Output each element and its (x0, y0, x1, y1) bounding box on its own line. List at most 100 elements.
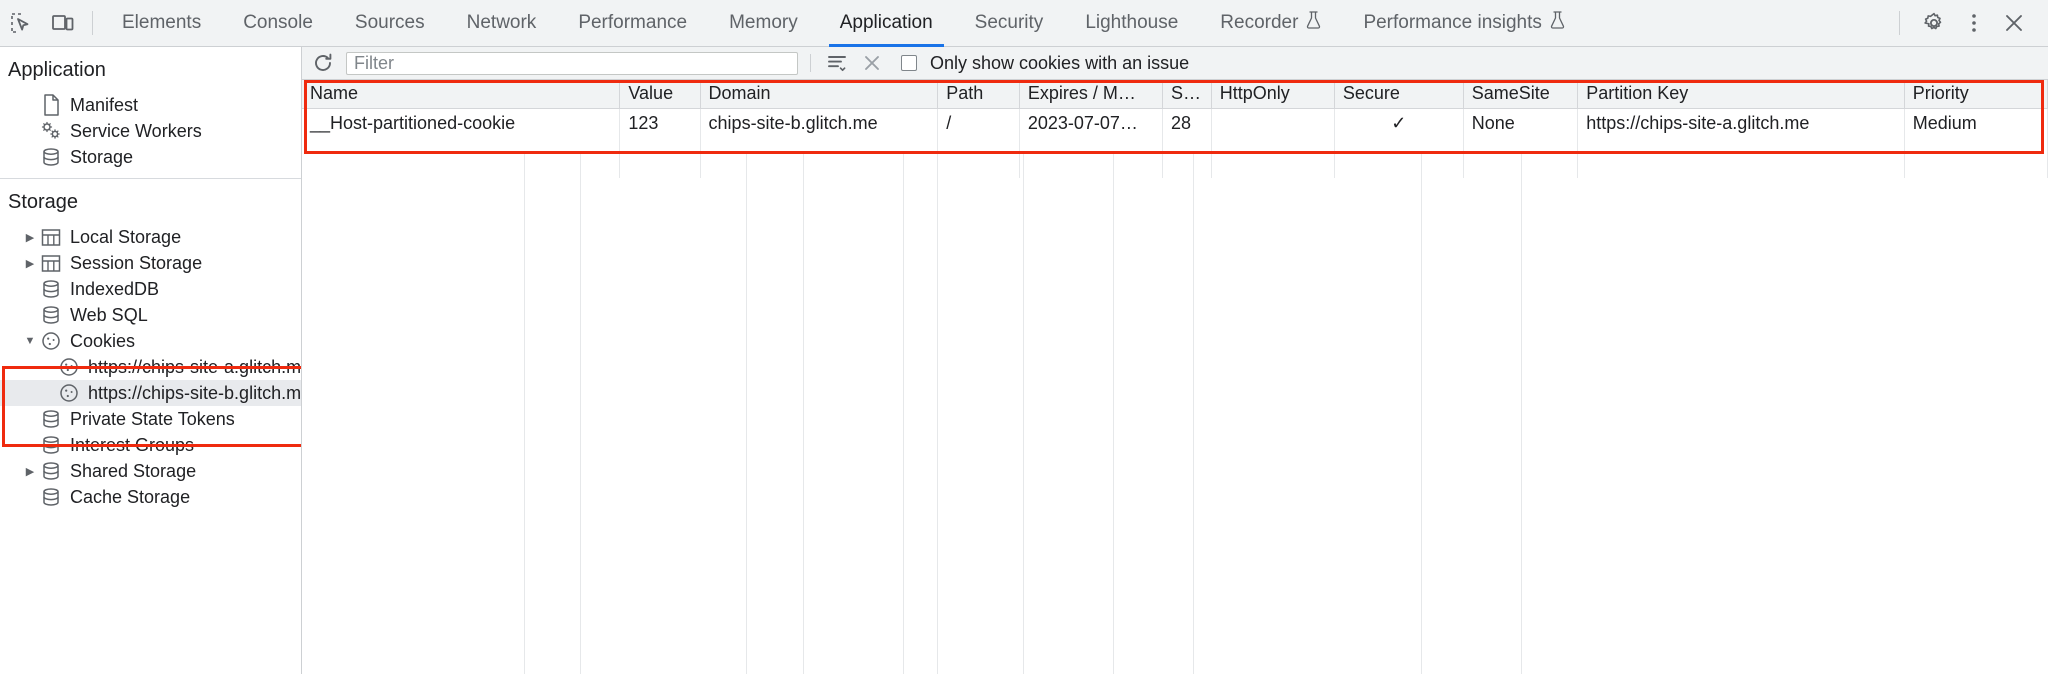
database-icon (38, 487, 64, 507)
sidebar-item-interest-groups[interactable]: ▶ Interest Groups (0, 432, 301, 458)
tab-recorder[interactable]: Recorder (1199, 0, 1342, 47)
database-icon (38, 409, 64, 429)
tab-performance[interactable]: Performance (557, 0, 708, 47)
table-header-row: Name Value Domain Path Expires / M… Size… (302, 80, 2048, 109)
cookie-icon (56, 383, 82, 403)
sidebar-item-storage[interactable]: ▶ Storage (0, 144, 301, 170)
table-row[interactable]: __Host-partitioned-cookie 123 chips-site… (302, 108, 2048, 138)
sidebar-item-label: Local Storage (70, 227, 182, 247)
sidebar-item-local-storage[interactable]: ▶ Local Storage (0, 224, 301, 250)
sidebar-section-storage-header: Storage (8, 191, 79, 213)
chevron-down-icon[interactable]: ▼ (24, 335, 36, 347)
device-toolbar-icon[interactable] (42, 4, 84, 42)
column-header-samesite[interactable]: SameSite (1463, 80, 1579, 109)
cookies-filter-bar: Filter Only show cookies with an issue (302, 47, 2048, 80)
tab-memory[interactable]: Memory (708, 0, 819, 47)
experiment-flask-icon (1306, 11, 1321, 35)
cell-httponly (1211, 108, 1335, 138)
devtools-toolbar: Elements Console Sources Network Perform… (0, 0, 2048, 47)
tab-security[interactable]: Security (954, 0, 1065, 47)
only-show-issues-checkbox[interactable] (901, 55, 917, 71)
panel-tab-strip: Elements Console Sources Network Perform… (101, 0, 1586, 47)
table-icon (38, 228, 64, 247)
column-header-name[interactable]: Name (302, 80, 621, 109)
tab-performance-insights[interactable]: Performance insights (1342, 0, 1585, 47)
close-icon[interactable] (1994, 4, 2034, 42)
tab-label: Memory (729, 12, 798, 33)
cell-size: 28 (1162, 108, 1212, 138)
chevron-right-icon[interactable]: ▶ (25, 257, 35, 270)
table-icon (38, 254, 64, 273)
sidebar-item-service-workers[interactable]: ▶ Service Workers (0, 118, 301, 144)
sidebar-item-label: Private State Tokens (70, 409, 235, 429)
sidebar-item-private-state-tokens[interactable]: ▶ Private State Tokens (0, 406, 301, 432)
sidebar-item-shared-storage[interactable]: ▶ Shared Storage (0, 458, 301, 484)
database-icon (38, 461, 64, 481)
sidebar-item-manifest[interactable]: ▶ Manifest (0, 92, 301, 118)
sidebar-item-label: Web SQL (70, 305, 148, 325)
sidebar-item-cache-storage[interactable]: ▶ Cache Storage (0, 484, 301, 510)
filter-list-icon[interactable] (823, 50, 853, 76)
cell-samesite: None (1463, 108, 1579, 138)
cookies-table-body: __Host-partitioned-cookie 123 chips-site… (302, 108, 2048, 178)
gear-icon[interactable] (1914, 4, 1954, 42)
column-header-path[interactable]: Path (937, 80, 1020, 109)
sidebar-item-label: Interest Groups (70, 435, 195, 455)
cell-name: __Host-partitioned-cookie (302, 108, 621, 138)
tab-application[interactable]: Application (819, 0, 954, 47)
only-show-issues-label[interactable]: Only show cookies with an issue (930, 52, 1190, 73)
cell-secure: ✓ (1334, 108, 1464, 138)
table-grid-lines (302, 154, 2048, 674)
toolbar-divider (92, 11, 93, 35)
sidebar-item-label: Session Storage (70, 253, 203, 273)
sidebar-item-indexeddb[interactable]: ▶ IndexedDB (0, 276, 301, 302)
tab-elements[interactable]: Elements (101, 0, 222, 47)
tab-label: Lighthouse (1085, 12, 1179, 33)
application-sidebar: Application ▶ Manifest ▶ Service Workers… (0, 47, 302, 674)
chevron-right-icon[interactable]: ▶ (25, 465, 35, 478)
cookie-icon (38, 331, 64, 351)
tab-label: Console (243, 12, 313, 33)
cell-path: / (937, 108, 1020, 138)
clear-x-icon[interactable] (857, 50, 887, 76)
kebab-menu-icon[interactable] (1954, 4, 1994, 42)
cell-value: 123 (619, 108, 701, 138)
inspect-cursor-icon[interactable] (0, 4, 42, 42)
chevron-right-icon[interactable]: ▶ (25, 231, 35, 244)
toolbar-divider (1899, 11, 1900, 35)
tab-label: Sources (354, 12, 425, 33)
cookies-table-wrap: Name Value Domain Path Expires / M… Size… (302, 80, 2048, 674)
sidebar-item-web-sql[interactable]: ▶ Web SQL (0, 302, 301, 328)
refresh-icon[interactable] (308, 50, 338, 76)
filter-input[interactable]: Filter (346, 51, 798, 75)
tab-lighthouse[interactable]: Lighthouse (1064, 0, 1199, 47)
tab-label: Performance (578, 12, 688, 33)
sidebar-item-label: Cache Storage (70, 487, 191, 507)
tab-sources[interactable]: Sources (334, 0, 446, 47)
column-header-httponly[interactable]: HttpOnly (1211, 80, 1335, 109)
column-header-priority[interactable]: Priority (1904, 80, 2048, 109)
column-header-partition-key[interactable]: Partition Key (1577, 80, 1905, 109)
column-header-secure[interactable]: Secure (1334, 80, 1464, 109)
sidebar-item-label: https://chips-site-b.glitch.me (88, 383, 302, 403)
sidebar-item-cookie-origin-a[interactable]: ▶ https://chips-site-a.glitch.me (0, 354, 301, 380)
column-header-value[interactable]: Value (619, 80, 701, 109)
cell-expires: 2023-07-07… (1019, 108, 1164, 138)
tab-label: Application (839, 12, 933, 33)
sidebar-item-cookie-origin-b[interactable]: ▶ https://chips-site-b.glitch.me (0, 380, 301, 406)
tab-label: Elements (122, 12, 202, 33)
devtools-body: Application ▶ Manifest ▶ Service Workers… (0, 47, 2048, 674)
column-header-expires[interactable]: Expires / M… (1019, 80, 1164, 109)
database-icon (38, 435, 64, 455)
sidebar-item-cookies[interactable]: ▼ Cookies (0, 328, 301, 354)
cell-domain: chips-site-b.glitch.me (700, 108, 939, 138)
tab-network[interactable]: Network (446, 0, 558, 47)
cell-partition-key: https://chips-site-a.glitch.me (1577, 108, 1905, 138)
sidebar-item-session-storage[interactable]: ▶ Session Storage (0, 250, 301, 276)
column-header-domain[interactable]: Domain (700, 80, 939, 109)
cell-priority: Medium (1904, 108, 2048, 138)
experiment-flask-icon (1550, 11, 1565, 35)
column-header-size[interactable]: Size (1162, 80, 1212, 109)
tab-console[interactable]: Console (222, 0, 334, 47)
sidebar-item-label: Storage (70, 147, 134, 167)
